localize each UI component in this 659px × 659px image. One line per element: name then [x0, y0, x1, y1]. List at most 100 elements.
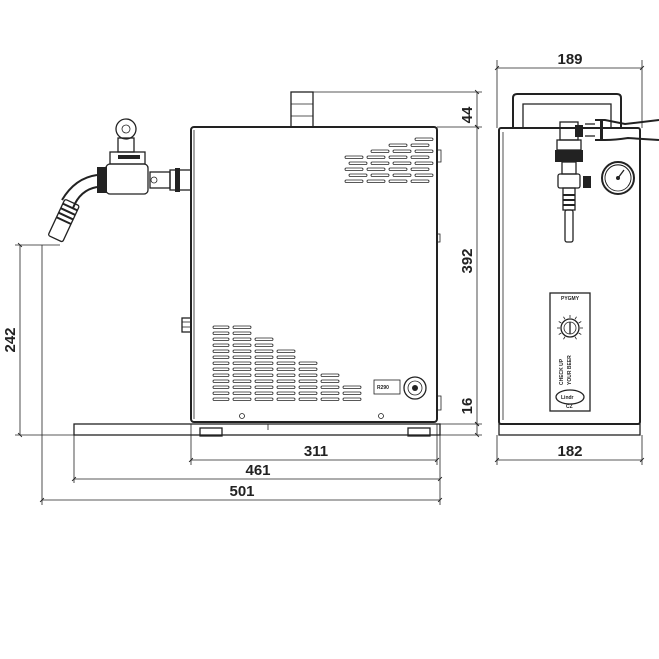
- vent-slot: [370, 149, 390, 153]
- lower-vents: [212, 325, 362, 401]
- knob-tick: [578, 332, 582, 335]
- knob-tick: [578, 321, 582, 324]
- vent-slot: [212, 397, 230, 401]
- control-panel: PYGMY CHECK UP YOUR BEER Lindr CZ: [549, 292, 591, 412]
- vent-slot: [298, 373, 318, 377]
- vent-slot: [232, 343, 252, 347]
- vent-slot: [370, 173, 390, 177]
- vent-slot: [254, 385, 274, 389]
- knob-tick: [574, 336, 577, 340]
- vent-slot: [410, 155, 430, 159]
- vent-slot: [414, 137, 434, 141]
- vent-slot: [212, 331, 230, 335]
- vent-slot: [348, 161, 368, 165]
- cooler-body: [190, 126, 438, 423]
- carry-handle: [512, 93, 622, 128]
- refrigerant-badge: R290: [373, 379, 401, 395]
- vent-slot: [254, 391, 274, 395]
- vent-slot: [232, 349, 252, 353]
- beer-hose: [585, 119, 659, 141]
- vent-slot: [276, 349, 296, 353]
- side-view: R290: [48, 91, 442, 437]
- vent-slot: [298, 391, 318, 395]
- dim-base-depth: 461: [245, 462, 270, 479]
- vent-slot: [392, 149, 412, 153]
- vent-slot: [320, 385, 340, 389]
- vent-slot: [298, 385, 318, 389]
- vent-slot: [276, 391, 296, 395]
- vent-slot: [392, 173, 412, 177]
- panel-title: PYGMY: [561, 296, 580, 302]
- vent-slot: [254, 343, 274, 347]
- dim-front-width: 182: [557, 443, 582, 460]
- vent-slot: [276, 361, 296, 365]
- vent-slot: [344, 155, 364, 159]
- vent-slot: [212, 379, 230, 383]
- vent-slot: [254, 361, 274, 365]
- vent-slot: [342, 391, 362, 395]
- vent-slot: [342, 385, 362, 389]
- logo-text: Lindr: [561, 395, 574, 401]
- front-tap: [555, 121, 591, 243]
- knob-tick: [563, 336, 566, 340]
- vent-slot: [232, 385, 252, 389]
- vent-slot: [254, 379, 274, 383]
- base-plate: [73, 423, 441, 436]
- vent-slot: [232, 379, 252, 383]
- dimension-lines: 44 392 16 242 311 461 501 189 182: [2, 51, 645, 505]
- vent-slot: [232, 337, 252, 341]
- vent-slot: [388, 167, 408, 171]
- top-handle: [290, 91, 314, 128]
- vent-slot: [366, 179, 386, 183]
- dim-body-height: 392: [459, 248, 476, 273]
- vent-slot: [298, 361, 318, 365]
- front-foot: [199, 427, 223, 437]
- vent-slot: [276, 379, 296, 383]
- vent-slot: [232, 361, 252, 365]
- vent-slot: [212, 325, 230, 329]
- vent-slot: [232, 391, 252, 395]
- vent-slot: [212, 385, 230, 389]
- vent-slot: [370, 161, 390, 165]
- vent-slot: [254, 355, 274, 359]
- vent-slot: [414, 173, 434, 177]
- front-base: [498, 423, 641, 436]
- vent-slot: [212, 373, 230, 377]
- vent-slot: [254, 367, 274, 371]
- vent-slot: [276, 385, 296, 389]
- knob-tick: [574, 316, 577, 320]
- panel-text-b: YOUR BEER: [567, 355, 573, 385]
- dim-handle-height: 44: [459, 106, 476, 123]
- vent-slot: [414, 161, 434, 165]
- rear-foot: [407, 427, 431, 437]
- vent-slot: [320, 397, 340, 401]
- vent-slot: [388, 143, 408, 147]
- dim-tap-height: 242: [2, 327, 19, 352]
- vent-slot: [276, 397, 296, 401]
- dim-foot-height: 16: [459, 398, 476, 415]
- vent-slot: [254, 337, 274, 341]
- vent-slot: [212, 361, 230, 365]
- vent-slot: [254, 397, 274, 401]
- vent-slot: [276, 373, 296, 377]
- vent-slot: [366, 167, 386, 171]
- dim-body-depth: 311: [304, 443, 328, 460]
- pressure-gauge: [601, 161, 635, 195]
- vent-slot: [212, 343, 230, 347]
- vent-slot: [392, 161, 412, 165]
- vent-slot: [342, 397, 362, 401]
- dim-overall-depth: 501: [229, 483, 254, 500]
- knob-tick: [558, 332, 562, 335]
- vent-slot: [212, 337, 230, 341]
- vent-slot: [388, 179, 408, 183]
- vent-slot: [320, 391, 340, 395]
- vent-slot: [298, 367, 318, 371]
- vent-slot: [366, 155, 386, 159]
- vent-slot: [410, 167, 430, 171]
- vent-slot: [276, 355, 296, 359]
- vent-slot: [254, 349, 274, 353]
- vent-slot: [348, 173, 368, 177]
- rear-connector: [403, 376, 427, 400]
- vent-slot: [410, 179, 430, 183]
